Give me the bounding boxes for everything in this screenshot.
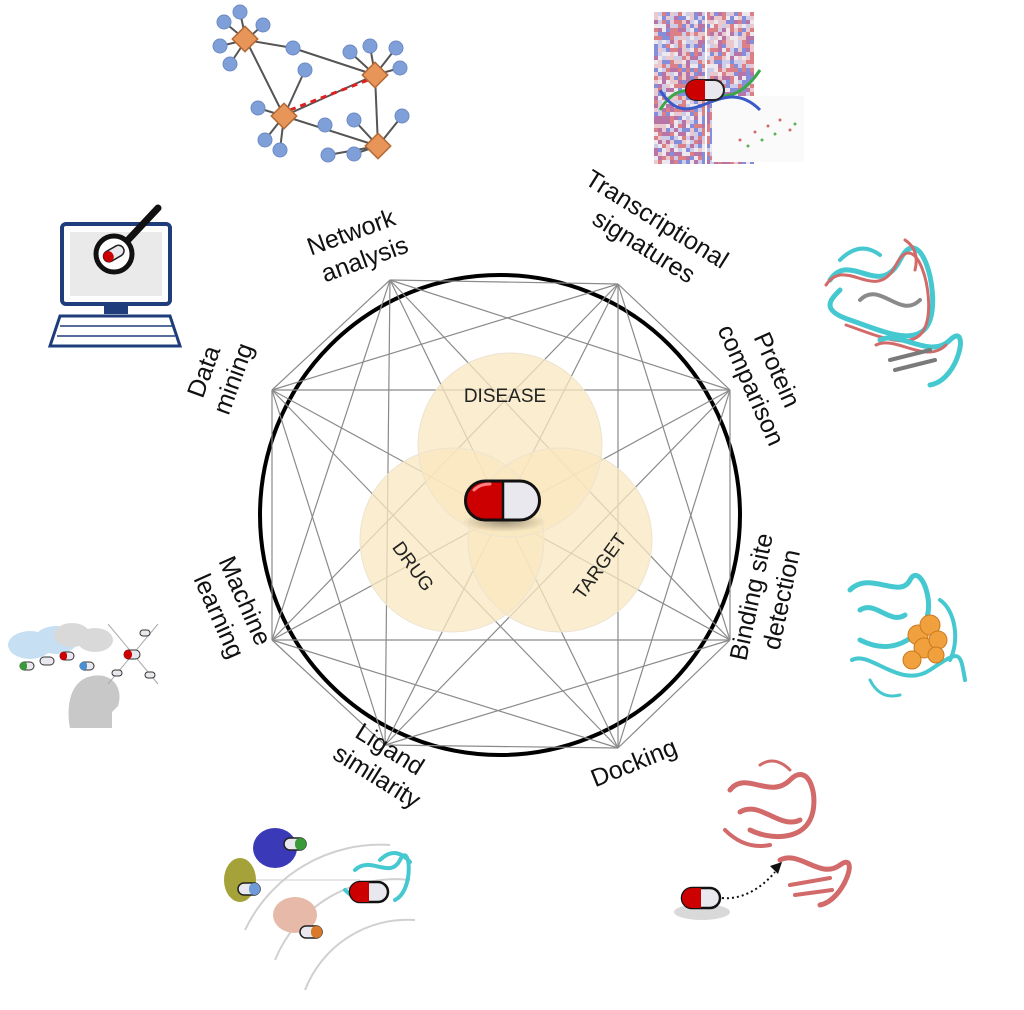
venn-target-outline	[467, 447, 653, 633]
protein-structure-overlay-icon	[824, 238, 963, 388]
ligand-similarity-icon	[224, 828, 416, 991]
binding-pocket-icon	[847, 572, 967, 698]
outer-ring	[258, 273, 742, 757]
connection-line	[271, 639, 619, 749]
label-transcriptional-signatures: Transcriptional signatures	[564, 164, 739, 303]
machine-learning-icon	[8, 623, 159, 728]
venn-label-disease: DISEASE	[464, 386, 546, 407]
network-graph-icon	[212, 4, 410, 163]
label-data-mining: Data mining	[180, 329, 260, 418]
connection-line	[271, 283, 619, 391]
connection-line	[271, 639, 386, 746]
connection-line	[389, 279, 619, 285]
label-ligand-similarity: Ligand similarity	[328, 714, 442, 815]
expression-heatmap-icon	[654, 12, 804, 164]
venn-drug-outline	[359, 447, 545, 633]
ligand-pill-blue	[237, 882, 261, 896]
heatmap-pill	[685, 79, 725, 101]
connection-line	[617, 389, 731, 749]
connection-line	[617, 283, 731, 641]
connection-line	[384, 744, 619, 749]
docking-icon	[674, 759, 852, 920]
pill-icon	[462, 479, 546, 532]
venn-disease-outline	[417, 352, 603, 538]
connection-line	[271, 389, 386, 746]
connection-line	[271, 279, 391, 641]
connection-line	[271, 279, 391, 391]
label-network-analysis: Network analysis	[303, 201, 416, 289]
data-mining-computer-icon	[47, 204, 183, 348]
connection-line	[389, 279, 731, 391]
ligand-pill-green	[283, 837, 307, 851]
docking-pill	[680, 886, 722, 910]
connection-line	[617, 639, 731, 749]
connection-line	[384, 639, 731, 746]
label-protein-comparison: Protein comparison	[712, 308, 818, 450]
ligand-pill-orange	[299, 925, 323, 939]
ligand-pill-red	[348, 880, 390, 904]
connection-line	[617, 283, 731, 391]
